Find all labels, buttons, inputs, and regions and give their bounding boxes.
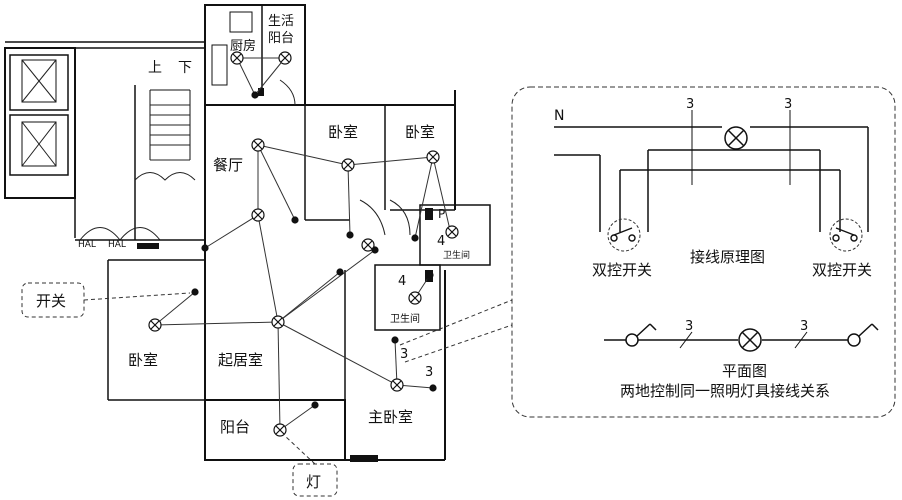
- mark-p-b: P: [426, 269, 433, 283]
- lamp-bedroom-a: [341, 158, 355, 172]
- lamp-corridor: [361, 238, 375, 252]
- callout-lamp-label: 灯: [306, 473, 321, 491]
- room-kitchen: 厨房: [230, 38, 256, 54]
- schematic-caption: 两地控制同一照明灯具接线关系: [620, 382, 830, 400]
- wiring-lines: [154, 57, 451, 431]
- switch-right-label: 双控开关: [812, 261, 872, 279]
- leader-to-schematic-a: [399, 299, 513, 346]
- switch-left-circle: [607, 218, 641, 252]
- lamp-bath-a: [445, 225, 459, 239]
- mark-4-b: 4: [398, 274, 406, 289]
- lamp-bath-b: [408, 291, 422, 305]
- stairs-down: 下: [178, 60, 192, 76]
- lamp-plan-symbol: [738, 328, 762, 352]
- room-bath-a: 卫生间: [443, 249, 470, 261]
- lamp-bedroom-c: [148, 318, 162, 332]
- hal-right: HAL: [108, 240, 126, 250]
- neutral-label: N: [554, 108, 564, 124]
- room-dining: 餐厅: [213, 156, 243, 174]
- wire-count-a: 3: [686, 97, 694, 112]
- mark-4-a: 4: [437, 234, 445, 249]
- wire-count-d: 3: [800, 319, 808, 334]
- room-balcony: 阳台: [220, 418, 250, 436]
- callout-switch: 开关: [21, 282, 191, 318]
- apartment-walls: [107, 4, 491, 462]
- lamp-service-balcony: [278, 51, 292, 65]
- lamp-kitchen: [230, 51, 244, 65]
- room-bath-b: 卫生间: [390, 312, 420, 325]
- wire-count-c: 3: [685, 319, 693, 334]
- lamp-master: [390, 378, 404, 392]
- room-bedroom-c: 卧室: [128, 351, 158, 369]
- room-bedroom-a: 卧室: [328, 123, 358, 141]
- callout-switch-label: 开关: [36, 292, 66, 310]
- mark-3-a: 3: [400, 347, 408, 362]
- lamps: [148, 51, 459, 437]
- schematic-panel: N 3 3 双控开关 接线原理图 双: [511, 86, 896, 418]
- wire-count-b: 3: [784, 97, 792, 112]
- room-master-bedroom: 主卧室: [368, 408, 413, 426]
- lamp-bedroom-b: [426, 150, 440, 164]
- lamp-balcony: [273, 423, 287, 437]
- room-living: 起居室: [218, 351, 263, 369]
- hal-left: HAL: [78, 240, 96, 250]
- building-core: [4, 41, 206, 250]
- lamp-dining-a: [251, 138, 265, 152]
- room-service-balcony-2: 阳台: [268, 31, 294, 46]
- switch-right-circle: [829, 218, 863, 252]
- switch-marks: [191, 91, 437, 409]
- mark-3-b: 3: [425, 365, 433, 380]
- lamp-living: [271, 315, 285, 329]
- switch-left-label: 双控开关: [592, 261, 652, 279]
- lamp-schematic: [724, 126, 748, 150]
- stairs-up: 上: [148, 60, 162, 76]
- leader-to-schematic-b: [404, 324, 513, 363]
- lamp-dining-b: [251, 208, 265, 222]
- room-service-balcony-1: 生活: [268, 14, 294, 29]
- floor-plan-labels: 厨房 生活 阳台 餐厅 卧室 卧室 卧室 起居室 阳台 主卧室 卫生间 卫生间 …: [78, 14, 470, 436]
- room-bedroom-b: 卧室: [405, 123, 435, 141]
- mark-p-a: P: [438, 207, 445, 221]
- plan-title: 平面图: [722, 362, 767, 380]
- callout-lamp: 灯: [284, 435, 338, 497]
- wiring-title: 接线原理图: [690, 248, 765, 266]
